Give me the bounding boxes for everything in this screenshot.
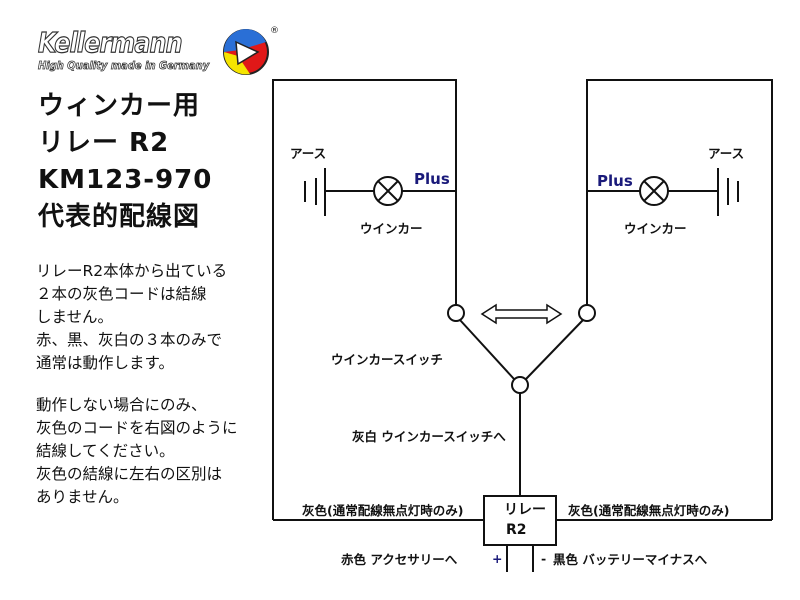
logo-registered: ®	[270, 26, 279, 36]
relay-box	[483, 495, 557, 546]
switch-terminal-right	[578, 304, 596, 322]
left-lamp-icon	[373, 176, 403, 206]
minus-sign: -	[541, 551, 547, 566]
switch-label: ウインカースイッチ	[331, 352, 443, 367]
note-line: 結線してください。	[36, 442, 175, 460]
right-loop-wire	[586, 79, 773, 520]
right-lamp-label: ウインカー	[624, 221, 687, 236]
switch-common-terminal	[511, 376, 529, 394]
logo-tagline: High Quality made in Germany	[38, 59, 210, 72]
right-ground-icon	[717, 168, 739, 216]
note-line: リレーR2本体から出ている	[36, 262, 228, 280]
title-line-3: KM123-970	[38, 165, 213, 195]
note-line: 赤、黒、灰白の３本のみで	[36, 331, 223, 349]
note-2: 動作しない場合にのみ、 灰色のコードを右図のように 結線してください。 灰色の結…	[36, 394, 238, 509]
note-line: しません。	[36, 308, 114, 326]
note-line: 通常は動作します。	[36, 354, 174, 372]
title-line-2: リレー R2	[38, 128, 170, 158]
left-ground-icon	[304, 168, 326, 216]
switch-terminal-left	[447, 304, 465, 322]
left-lamp-label: ウインカー	[360, 221, 423, 236]
title-line-4: 代表的配線図	[38, 202, 201, 232]
left-loop-wire	[272, 79, 457, 520]
logo-brand: Kellermann	[37, 26, 183, 59]
double-arrow-icon	[480, 303, 563, 325]
relay-label-2: R2	[506, 522, 527, 538]
note-line: ありません。	[36, 488, 129, 506]
black-wire-label: 黒色 バッテリーマイナスへ	[553, 552, 708, 567]
switch-arm-right	[525, 319, 584, 380]
right-lamp-icon	[639, 176, 669, 206]
gray-wire-right-label: 灰色(通常配線無点灯時のみ)	[568, 503, 730, 518]
right-ground-label: アース	[708, 146, 745, 161]
note-line: 灰色のコードを右図のように	[36, 419, 238, 437]
title-line-1: ウィンカー用	[38, 91, 201, 121]
gray-wire-left-label: 灰色(通常配線無点灯時のみ)	[302, 503, 464, 518]
plus-sign: +	[492, 551, 503, 566]
left-ground-label: アース	[290, 146, 327, 161]
note-line: ２本の灰色コードは結線	[36, 285, 207, 303]
note-line: 灰色の結線に左右の区別は	[36, 465, 223, 483]
switch-arm-left	[459, 319, 515, 380]
right-plus-label: Plus	[597, 172, 633, 190]
note-1: リレーR2本体から出ている ２本の灰色コードは結線 しません。 赤、黒、灰白の３…	[36, 260, 227, 375]
relay-label-1: リレー	[504, 502, 546, 518]
left-plus-label: Plus	[414, 170, 450, 188]
switch-wire-label: 灰白 ウインカースイッチへ	[352, 429, 506, 444]
red-wire-label: 赤色 アクセサリーへ	[341, 552, 458, 567]
note-line: 動作しない場合にのみ、	[36, 396, 207, 414]
